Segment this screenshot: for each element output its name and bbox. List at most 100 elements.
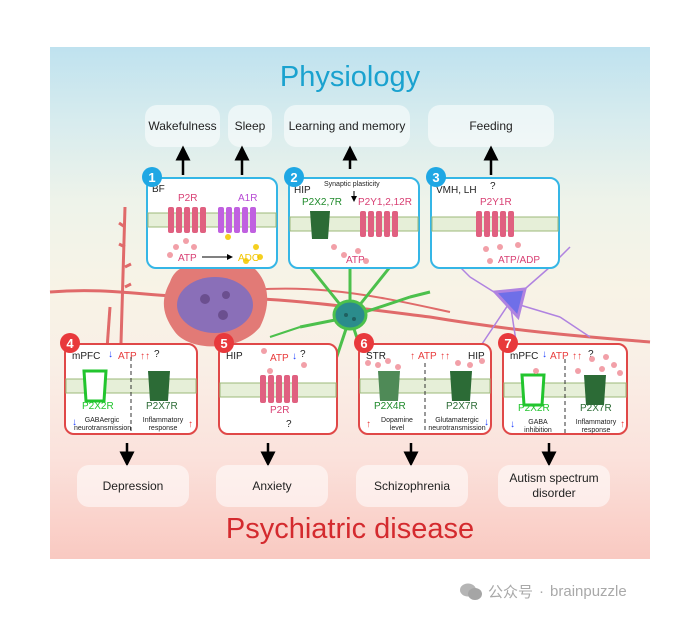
outcome-schizophrenia: Schizophrenia [356,465,468,507]
membrane-diagram [147,207,277,264]
atp-adp-label: ATP/ADP [498,255,541,266]
ado-label: ADO [238,253,260,264]
increase-arrows: ↑↑ [140,351,150,362]
receptor-p2x7r-label: P2X7R [146,401,178,412]
increase-arrows: ↑↑ [440,351,450,362]
unknown-marker: ? [154,349,160,360]
membrane-diagram [503,354,627,433]
increase-arrow: ↑ [410,351,415,362]
receptor-a1r-label: A1R [238,193,258,204]
atp-dots-icon [261,348,307,374]
atp-dots-icon [167,238,197,258]
atp-dots-icon [365,358,485,370]
atp-label: ATP [346,255,365,266]
region-label: HIP [294,185,311,196]
receptor-p2x7r-label: P2X7R [580,403,612,414]
physiology-title: Physiology [279,61,421,93]
ado-dots-icon [225,234,263,264]
axon-fiber [49,289,651,344]
receptor-p2y1r-label: P2Y1R [480,197,512,208]
watermark-account: brainpuzzle [550,583,627,600]
p2x7r-channel-icon [450,371,472,401]
panel-5-hip: HIP ATP ↓ ? P2R ? [218,343,338,435]
p2x7r-channel-icon [584,375,606,405]
outcome-sleep: Sleep [228,105,272,147]
panel-number-1: 1 [142,167,162,187]
decrease-arrow: ↓ [542,349,547,360]
unknown-marker: ? [588,349,594,360]
p2r-receptor-icon [260,375,298,403]
p2x4r-channel-icon [378,371,400,401]
panel-number-6: 6 [354,333,374,353]
membrane-diagram [431,211,559,264]
region-label: HIP [226,351,243,362]
watermark-prefix: 公众号 [488,584,534,601]
panel-2-hip: HIP Synaptic plasticity P2X2,7R P2Y1,2,1… [288,177,420,269]
watermark: 公众号 · brainpuzzle [460,581,627,602]
pyramidal-neuron [163,262,268,347]
membrane-diagram [289,191,419,264]
panel-number-5: 5 [214,333,234,353]
receptor-p2r-label: P2R [270,405,290,416]
receptor-p2r-label-text: P2R [178,193,198,204]
region-label-str: STR [366,351,386,362]
panel-number-3: 3 [426,167,446,187]
receptor-p2y1212r-label: P2Y1,2,12R [358,197,412,208]
membrane-diagram [359,358,491,433]
atp-label: ATP [270,353,289,364]
atp-label: ATP [178,253,197,264]
p2x7r-channel-icon [148,371,170,401]
membrane-diagram [219,348,337,403]
outcome-anxiety: Anxiety [216,465,328,507]
synaptic-plasticity-label: Synaptic plasticity [324,181,380,188]
decrease-arrow: ↓ [72,417,77,428]
panel-3-vmh-lh: VMH, LH ? P2Y1R ATP/ADP [430,177,560,269]
decrease-arrow: ↓ [108,349,113,360]
receptor-p2x7r-label: P2X7R [446,401,478,412]
a1r-receptor-icon [218,207,256,233]
panel-1-bf: BF P2R A1R ATP ADO [146,177,278,269]
atp-label: ATP [418,351,437,362]
region-label: mPFC [510,351,539,362]
atp-dots-icon [331,244,369,264]
p2x2r-channel-icon [520,373,546,407]
increase-arrow: ↑ [188,419,193,430]
outcome-depression: Depression [77,465,189,507]
increase-arrows: ↑↑ [572,351,582,362]
unknown-marker: ? [490,181,496,192]
watermark-separator: · [539,583,545,600]
outcome-learning-memory: Learning and memory [284,105,410,147]
figure-panel: Physiology Wakefulness Sleep Learning an… [49,47,651,559]
decrease-arrow: ↓ [510,419,515,430]
p2x-channel-icon [310,211,330,239]
atp-label: ATP [118,351,137,362]
decrease-arrow: ↓ [484,417,489,428]
receptor-p2x2r-label: P2X2R [82,401,114,412]
region-label: mPFC [72,351,101,362]
p2y-receptor-icon [360,211,398,237]
receptor-p2x2r-label: P2X2R [518,403,550,414]
region-label: VMH, LH [436,185,477,196]
membrane-diagram [65,357,197,433]
receptor-p2x4r-label: P2X4R [374,401,406,412]
p2y1r-receptor-icon [476,211,514,237]
panel-number-2: 2 [284,167,304,187]
wechat-icon [460,583,482,600]
unknown-effect: ? [286,419,292,430]
outcome-autism: Autism spectrum disorder [498,465,610,507]
atp-label: ATP [550,351,569,362]
dendrite-spines [118,206,132,378]
flow-arrows [119,145,557,467]
receptor-p2x27r-label: P2X2,7R [302,197,343,208]
outcome-wakefulness: Wakefulness [145,105,220,147]
panel-number-7: 7 [498,333,518,353]
